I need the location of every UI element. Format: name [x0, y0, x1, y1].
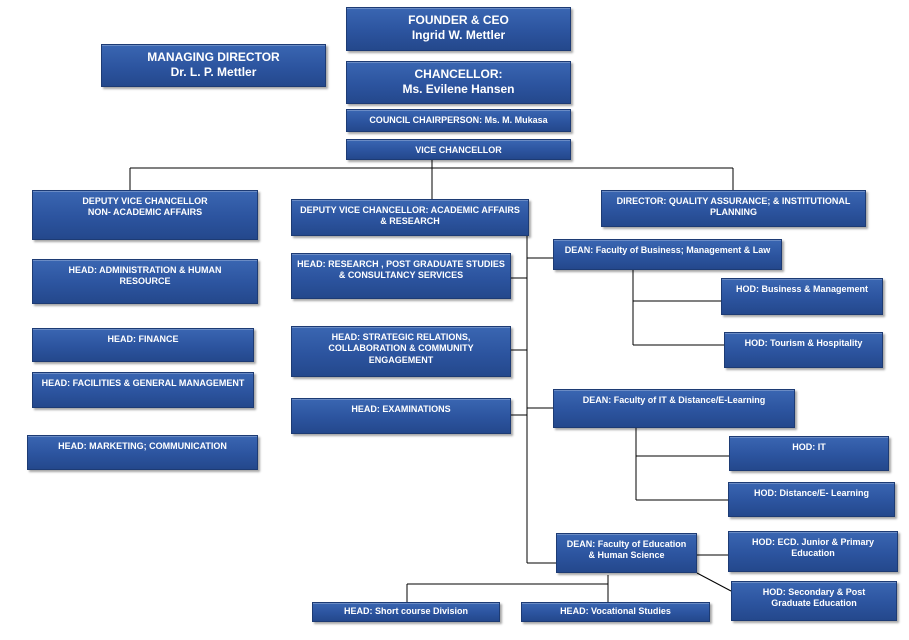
hod-ecd-line1: HOD: ECD. Junior & Primary — [751, 537, 875, 547]
head-strategic-line3: ENGAGEMENT — [368, 354, 434, 365]
hod-distance-label: HOD: Distance/E- Learning — [753, 488, 870, 498]
managing-director-title: MANAGING DIRECTOR — [147, 50, 280, 64]
head-admin-line2: RESOURCE — [119, 276, 171, 287]
head-strategic-line2: COLLABORATION & COMMUNITY — [328, 343, 474, 354]
chancellor-box: CHANCELLOR: Ms. Evilene Hansen — [346, 61, 571, 104]
head-marketing-box: HEAD: MARKETING; COMMUNICATION — [27, 435, 258, 470]
head-examinations-label: HEAD: EXAMINATIONS — [351, 404, 451, 414]
head-strategic-line1: HEAD: STRATEGIC RELATIONS, — [331, 332, 471, 342]
founder-name: Ingrid W. Mettler — [411, 28, 506, 42]
vice-chancellor-box: VICE CHANCELLOR — [346, 139, 571, 160]
head-research-box: HEAD: RESEARCH , POST GRADUATE STUDIES &… — [291, 253, 511, 299]
hod-it-box: HOD: IT — [729, 436, 889, 471]
head-admin-line1: HEAD: ADMINISTRATION & HUMAN — [68, 265, 222, 275]
head-marketing-label: HEAD: MARKETING; COMMUNICATION — [58, 441, 227, 451]
managing-director-name: Dr. L. P. Mettler — [170, 65, 257, 79]
hod-secondary-line2: Graduate Education — [771, 598, 857, 609]
head-research-line2: & CONSULTANCY SERVICES — [338, 270, 464, 281]
council-chairperson-box: COUNCIL CHAIRPERSON: Ms. M. Mukasa — [346, 109, 571, 132]
hod-tourism-label: HOD: Tourism & Hospitality — [744, 338, 863, 348]
dvc-academic-line1: DEPUTY VICE CHANCELLOR: ACADEMIC AFFAIRS — [300, 205, 520, 215]
director-qa-line1: DIRECTOR: QUALITY ASSURANCE; & INSTITUTI… — [616, 196, 851, 206]
hod-business-box: HOD: Business & Management — [721, 278, 883, 315]
managing-director-box: MANAGING DIRECTOR Dr. L. P. Mettler — [101, 44, 326, 87]
connector-education-hod2 — [696, 572, 732, 592]
dean-it-box: DEAN: Faculty of IT & Distance/E-Learnin… — [553, 389, 795, 428]
dvc-academic-line2: & RESEARCH — [380, 216, 440, 227]
head-strategic-box: HEAD: STRATEGIC RELATIONS, COLLABORATION… — [291, 326, 511, 377]
head-facilities-box: HEAD: FACILITIES & GENERAL MANAGEMENT — [32, 372, 254, 408]
director-qa-box: DIRECTOR: QUALITY ASSURANCE; & INSTITUTI… — [601, 190, 866, 227]
dean-business-label: DEAN: Faculty of Business; Management & … — [564, 245, 771, 255]
head-finance-box: HEAD: FINANCE — [32, 328, 254, 362]
dean-education-line2: & Human Science — [588, 550, 665, 561]
hod-tourism-box: HOD: Tourism & Hospitality — [724, 332, 883, 368]
hod-ecd-box: HOD: ECD. Junior & Primary Education — [728, 531, 898, 572]
dvc-non-academic-line2: NON- ACADEMIC AFFAIRS — [87, 207, 203, 218]
dvc-non-academic-line1: DEPUTY VICE CHANCELLOR — [82, 196, 208, 206]
chancellor-title: CHANCELLOR: — [414, 67, 503, 81]
director-qa-line2: PLANNING — [710, 207, 757, 218]
dean-business-box: DEAN: Faculty of Business; Management & … — [553, 239, 782, 270]
hod-ecd-line2: Education — [791, 548, 835, 559]
dean-education-box: DEAN: Faculty of Education & Human Scien… — [556, 533, 697, 573]
founder-ceo-box: FOUNDER & CEO Ingrid W. Mettler — [346, 7, 571, 51]
hod-secondary-box: HOD: Secondary & Post Graduate Education — [731, 581, 897, 621]
chancellor-name: Ms. Evilene Hansen — [402, 82, 515, 96]
hod-it-label: HOD: IT — [792, 442, 826, 452]
vice-chancellor-label: VICE CHANCELLOR — [415, 145, 502, 155]
dvc-non-academic-box: DEPUTY VICE CHANCELLOR NON- ACADEMIC AFF… — [32, 190, 258, 240]
dean-it-label: DEAN: Faculty of IT & Distance/E-Learnin… — [582, 395, 766, 405]
dvc-academic-box: DEPUTY VICE CHANCELLOR: ACADEMIC AFFAIRS… — [291, 199, 529, 236]
hod-distance-box: HOD: Distance/E- Learning — [728, 482, 895, 517]
head-short-course-box: HEAD: Short course Division — [312, 602, 500, 622]
dean-education-line1: DEAN: Faculty of Education — [566, 539, 687, 549]
head-short-course-label: HEAD: Short course Division — [343, 606, 469, 616]
head-vocational-box: HEAD: Vocational Studies — [521, 602, 710, 622]
council-chairperson-label: COUNCIL CHAIRPERSON: Ms. M. Mukasa — [369, 115, 548, 125]
head-vocational-label: HEAD: Vocational Studies — [560, 606, 671, 616]
head-research-line1: HEAD: RESEARCH , POST GRADUATE STUDIES — [297, 259, 505, 269]
head-examinations-box: HEAD: EXAMINATIONS — [291, 398, 511, 434]
head-facilities-label: HEAD: FACILITIES & GENERAL MANAGEMENT — [41, 378, 245, 388]
head-finance-label: HEAD: FINANCE — [107, 334, 179, 344]
hod-secondary-line1: HOD: Secondary & Post — [762, 587, 866, 597]
head-admin-box: HEAD: ADMINISTRATION & HUMAN RESOURCE — [32, 259, 258, 304]
hod-business-label: HOD: Business & Management — [735, 284, 869, 294]
founder-title: FOUNDER & CEO — [408, 13, 509, 27]
